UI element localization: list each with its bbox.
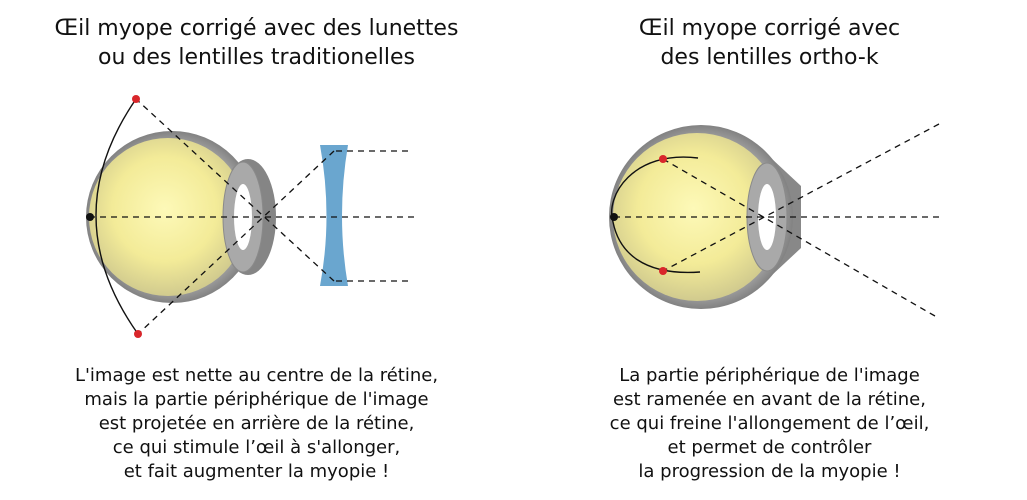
left-caption: L'image est nette au centre de la rétine… [0, 364, 513, 484]
right-caption-line-1: La partie périphérique de l'image [619, 365, 920, 386]
left-title: Œil myope corrigé avec des lunettes ou d… [0, 14, 513, 72]
right-title: Œil myope corrigé avec des lentilles ort… [513, 14, 1026, 72]
left-caption-line-1: L'image est nette au centre de la rétine… [74, 365, 439, 386]
left-title-line-2: ou des lentilles traditionelles [97, 45, 416, 70]
right-title-line-1: Œil myope corrigé avec [638, 16, 901, 41]
right-image-shell [611, 156, 701, 274]
right-ray-top [662, 123, 940, 272]
right-title-line-2: des lentilles ortho-k [660, 45, 879, 70]
left-ray-top-refracted [137, 150, 335, 335]
left-title-line-1: Œil myope corrigé avec des lunettes [54, 16, 459, 41]
left-ray-bottom-refracted [135, 98, 335, 282]
right-eye-diagram [609, 123, 940, 317]
left-focus-top [132, 95, 140, 103]
right-focus-top [659, 155, 667, 163]
left-focus-center [86, 213, 94, 221]
right-pupil [758, 184, 776, 250]
left-caption-line-2: mais la partie périphérique de l'image [84, 389, 429, 410]
right-caption-line-5: la progression de la myopie ! [638, 461, 901, 482]
right-panel: Œil myope corrigé avec des lentilles ort… [513, 0, 1026, 500]
left-caption-line-5: et fait augmenter la myopie ! [123, 461, 390, 482]
right-caption-line-2: est ramenée en avant de la rétine, [613, 389, 926, 410]
left-image-shell [95, 98, 139, 335]
right-caption-line-3: ce qui freine l'allongement de l’œil, [609, 413, 930, 434]
right-caption: La partie périphérique de l'image est ra… [513, 364, 1026, 484]
left-panel: Œil myope corrigé avec des lunettes ou d… [0, 0, 513, 500]
left-caption-line-3: est projetée en arrière de la rétine, [98, 413, 415, 434]
left-focus-bottom [134, 330, 142, 338]
right-focus-bottom [659, 267, 667, 275]
left-caption-line-4: ce qui stimule l’œil à s'allonger, [112, 437, 401, 458]
right-caption-line-4: et permet de contrôler [667, 437, 872, 458]
right-ray-bottom [662, 158, 936, 317]
left-concave-lens [320, 145, 348, 286]
right-focus-center [610, 213, 618, 221]
left-eye-diagram [86, 95, 414, 338]
